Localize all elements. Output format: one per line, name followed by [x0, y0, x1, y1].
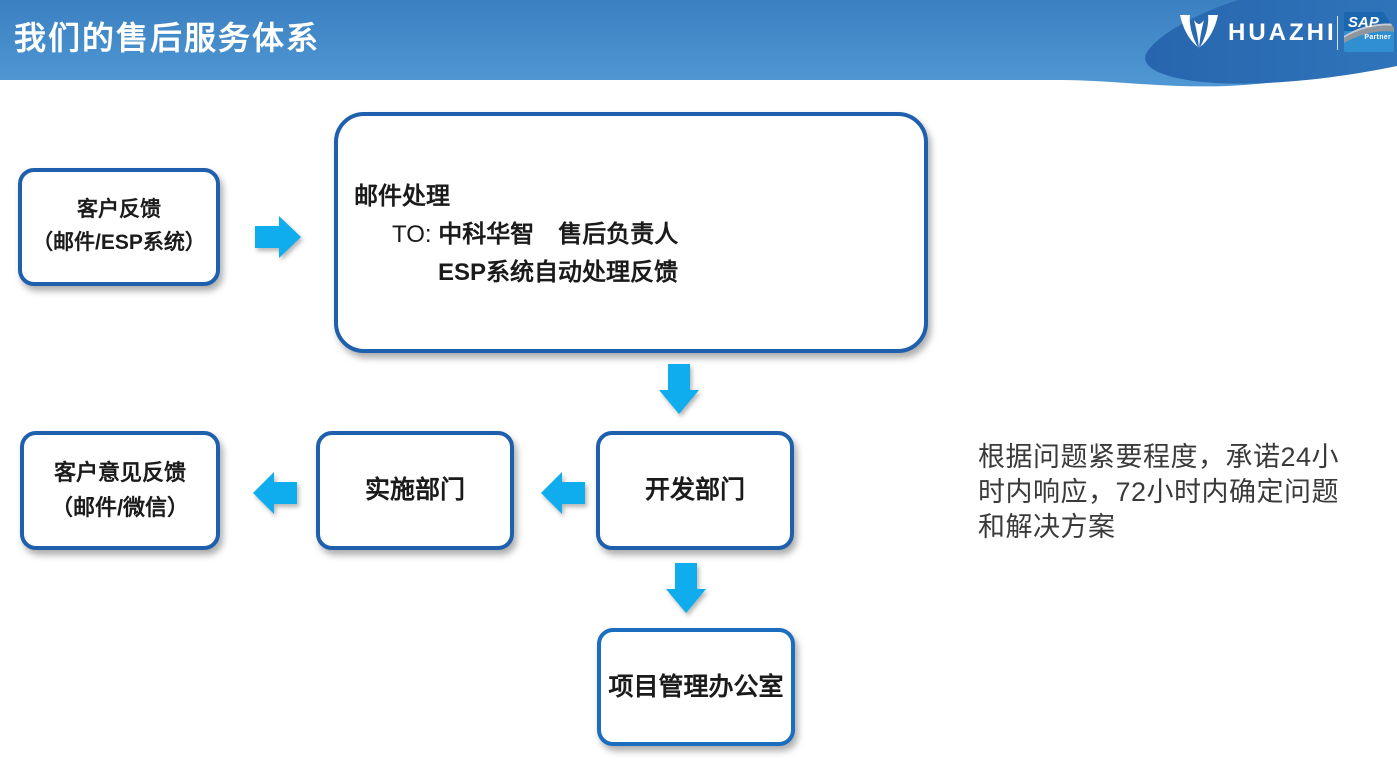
sla-note-line1: 根据问题紧要程度，承诺24小	[978, 442, 1340, 472]
development-department-box: 开发部门	[596, 431, 794, 550]
sla-note: 根据问题紧要程度，承诺24小 时内响应，72小时内确定问题 和解决方案	[978, 440, 1339, 545]
email-processing-text: 邮件处理 TO: 中科华智 售后负责人 ESP系统自动处理反馈	[354, 178, 678, 292]
development-department-label: 开发部门	[644, 476, 745, 505]
customer-feedback-line1: 客户反馈	[77, 198, 161, 222]
header-wave-shape	[1145, 0, 1397, 84]
arrow-down-icon	[666, 563, 706, 613]
implementation-department-label: 实施部门	[364, 476, 465, 505]
email-processing-line1: 邮件处理	[354, 183, 450, 210]
implementation-department-box: 实施部门	[316, 431, 514, 550]
logo-divider	[1337, 16, 1338, 50]
huazhi-logo-text: HUAZHI	[1228, 19, 1337, 46]
project-management-office-box: 项目管理办公室	[597, 628, 795, 746]
arrow-right-icon	[255, 216, 301, 258]
arrow-left-icon	[253, 472, 297, 514]
header-banner	[0, 0, 1397, 87]
page-title: 我们的售后服务体系	[14, 20, 321, 56]
project-management-office-label: 项目管理办公室	[608, 672, 784, 701]
sap-partner-label: Partner	[1364, 34, 1391, 41]
customer-opinion-line2: （邮件/微信）	[50, 494, 190, 520]
email-processing-box: 邮件处理 TO: 中科华智 售后负责人 ESP系统自动处理反馈	[334, 112, 928, 353]
sla-note-line2: 时内响应，72小时内确定问题	[978, 477, 1340, 507]
customer-opinion-feedback-box: 客户意见反馈 （邮件/微信）	[20, 431, 220, 550]
huazhi-logo-icon	[1180, 15, 1218, 49]
customer-feedback-box: 客户反馈 （邮件/ESP系统）	[18, 168, 220, 286]
sap-partner-logo: SAP Partner	[1344, 12, 1394, 52]
arrow-left-icon	[541, 472, 585, 514]
customer-feedback-line2: （邮件/ESP系统）	[32, 231, 206, 254]
customer-opinion-line1: 客户意见反馈	[53, 460, 186, 486]
sap-logo-text: SAP	[1348, 14, 1379, 31]
arrow-down-icon	[659, 364, 699, 414]
email-to-recipients: 中科华智 售后负责人	[438, 221, 679, 248]
sla-note-line3: 和解决方案	[978, 512, 1116, 542]
email-to-prefix: TO:	[392, 221, 439, 248]
email-processing-line3: ESP系统自动处理反馈	[438, 259, 679, 286]
header-band-shape	[0, 0, 1397, 87]
sap-swoosh-icon	[1344, 23, 1394, 43]
email-processing-line2: TO: 中科华智 售后负责人	[392, 216, 678, 254]
